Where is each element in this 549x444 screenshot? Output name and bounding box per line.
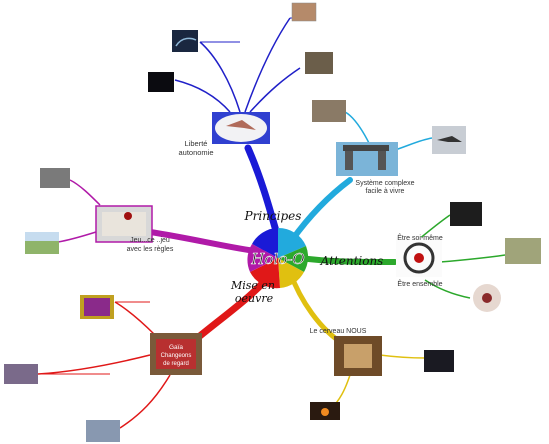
sub-line-green-2 <box>439 254 506 263</box>
branch-label-attentions[interactable]: Attentions <box>320 254 384 268</box>
thumb-regles-rose <box>124 212 132 220</box>
sub-line-blue-1 <box>199 41 241 113</box>
hub-magenta-quadrant <box>247 244 278 272</box>
branch-cyan-curve <box>289 177 353 243</box>
thumb-green-dark-photo[interactable] <box>450 202 482 226</box>
sub-line-red-3 <box>119 374 171 429</box>
sub-line-magenta-1 <box>69 179 101 206</box>
thumb-systeme-sky-photo[interactable] <box>312 100 346 122</box>
branch-principes-curve <box>244 144 282 242</box>
thumb-magenta-top-photo[interactable] <box>40 168 70 188</box>
thumb-red-colors-stripe <box>84 298 110 316</box>
thumb-green-landscape-photo[interactable] <box>505 238 541 264</box>
node-etre-line2[interactable]: Être ensemble <box>397 279 442 288</box>
center-title[interactable]: Holo-O <box>250 250 305 269</box>
hub-cyan-quadrant <box>278 227 306 258</box>
branch-green-curve <box>297 255 398 265</box>
node-gaia-line3[interactable]: de regard <box>163 361 189 367</box>
thumb-liberte-cloud <box>215 114 267 142</box>
thumb-systeme-stone-right <box>378 148 386 170</box>
thumb-magenta-field-sky <box>25 232 59 241</box>
thumb-yellow-fire <box>321 408 329 416</box>
node-regles-line2[interactable]: avec les règles <box>127 246 174 253</box>
node-etre-line1[interactable]: Être soi-même <box>397 233 443 242</box>
thumb-systeme-stone-top <box>343 145 389 151</box>
node-liberte-line1[interactable]: Liberté <box>185 139 208 148</box>
sub-line-blue-4 <box>249 67 301 113</box>
thumb-liberte-bird <box>226 120 256 130</box>
branch-label-mise-line1[interactable]: Mise en <box>230 279 275 292</box>
sub-line-magenta-2 <box>57 231 97 243</box>
hub-blue-quadrant <box>252 228 278 258</box>
thumb-systeme-stone-left <box>345 148 353 170</box>
branch-label-principes[interactable]: Principes <box>244 209 302 223</box>
thumb-yellow-painting-light <box>344 344 372 368</box>
node-gaia-line1[interactable]: Gaïa <box>169 344 183 351</box>
node-systeme-line1[interactable]: Système complexe <box>355 180 414 187</box>
thumb-green-flower-core <box>482 293 492 303</box>
thumb-crowd-photo[interactable] <box>305 52 333 74</box>
thumb-red-people-photo[interactable] <box>4 364 38 384</box>
node-yellow-label[interactable]: Le cerveau NOUS <box>310 328 367 335</box>
sub-line-blue-3 <box>244 17 291 113</box>
thumb-gaia-inner <box>156 339 196 369</box>
hub-red-quadrant <box>250 258 280 289</box>
sub-line-green-3 <box>424 279 471 299</box>
center-hub[interactable] <box>247 227 309 289</box>
thumb-planes <box>437 136 462 142</box>
branch-label-mise-line2[interactable]: oeuvre <box>235 292 274 305</box>
thumb-yellow-dark-photo[interactable] <box>424 350 454 372</box>
thumb-red-building-photo[interactable] <box>86 420 120 442</box>
thumb-etre-ring <box>403 242 435 274</box>
hub-yellow-quadrant <box>278 258 304 288</box>
sub-line-cyan-2 <box>394 137 433 151</box>
node-gaia-line2[interactable]: Changeons <box>161 353 192 359</box>
thumb-regles-book <box>102 212 146 236</box>
thumb-top-right-photo[interactable] <box>291 2 317 22</box>
sub-line-blue-2 <box>174 79 231 113</box>
thumb-galaxy-photo[interactable] <box>172 30 198 52</box>
hub-green-quadrant <box>278 246 309 272</box>
sub-line-red-1 <box>114 301 156 336</box>
galaxy-swirl <box>175 37 197 47</box>
sub-line-yellow-1 <box>379 354 426 359</box>
node-regles-line1[interactable]: Jeu...ce ..jeu <box>130 237 170 244</box>
thumb-dark-photo[interactable] <box>148 72 174 92</box>
sub-line-red-2 <box>37 354 151 375</box>
node-systeme-line2[interactable]: facile à vivre <box>366 188 405 195</box>
thumb-etre-red-dot <box>414 253 424 263</box>
node-liberte-line2[interactable]: autonomie <box>178 148 213 157</box>
